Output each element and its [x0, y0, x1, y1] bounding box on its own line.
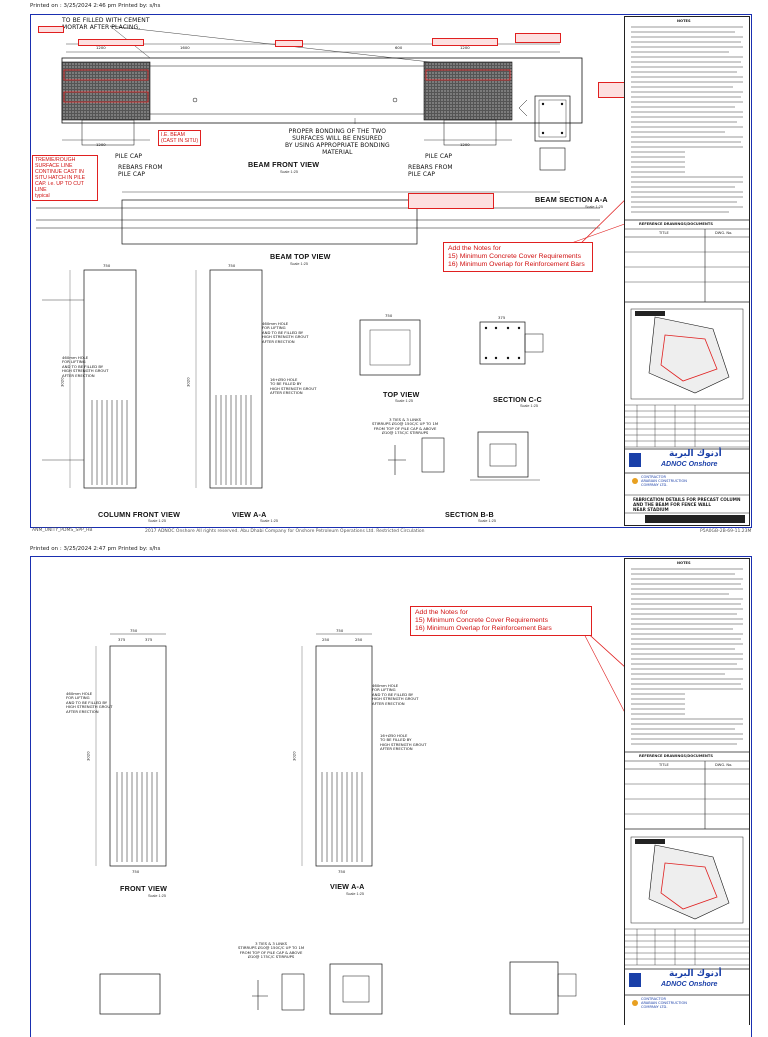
scale-label: Scale 1:25 [280, 170, 298, 174]
dimension-label: 750 [338, 869, 346, 874]
dimension-label: 750 [130, 628, 138, 633]
notes-heading: NOTES [677, 561, 691, 565]
sheet-frame [30, 556, 752, 1037]
scale-label: Scale 1:25 [478, 519, 496, 523]
scale-label: Scale 1:25 [148, 519, 166, 523]
dimension-label: 3020 [185, 377, 191, 388]
scale-label: Scale 1:25 [148, 894, 166, 898]
footer-copyright: 2017 ADNOC Onshore All rights reserved. … [145, 529, 425, 534]
column-front-view-title: COLUMN FRONT VIEW [98, 510, 181, 519]
dimension-label: 3020 [291, 751, 297, 762]
ref-col-title: TITLE [659, 231, 669, 235]
red-markup-tag [432, 38, 498, 46]
company-name-arabic: أدنوك البرية [669, 449, 722, 459]
notes-heading: NOTES [677, 19, 691, 23]
scale-label: Scale 1:25 [290, 262, 308, 266]
dimension-label: 1200 [460, 45, 470, 50]
dimension-label: 750 [132, 869, 140, 874]
dimension-label: 250 [322, 637, 330, 642]
dimension-label: 600 [395, 45, 403, 50]
section-cc-title: SECTION C-C [493, 395, 542, 404]
company-name-arabic: أدنوك البرية [669, 969, 722, 979]
scale-label: Scale 1:25 [346, 892, 364, 896]
footer-left: ANM_UNITY_PDMS_SPP_HB [32, 528, 93, 533]
dimension-label: 1200 [460, 142, 470, 147]
view-aa-title: VIEW A-A [330, 882, 365, 891]
view-aa-title: VIEW A-A [232, 510, 267, 519]
scale-label: Scale 1:25 [520, 404, 538, 408]
dimension-label: 375 [145, 637, 153, 642]
red-markup-tag [38, 26, 64, 33]
cast-in-situ-beam-note: I.E. BEAM(CAST IN SITU) [158, 130, 202, 146]
title-block: NOTES [624, 16, 750, 526]
beam-front-view-drawing [36, 25, 651, 489]
dimension-label: 375 [498, 315, 506, 320]
front-view-title: FRONT VIEW [120, 884, 168, 893]
notes-text-lines [625, 568, 749, 1006]
dimension-label: 1600 [180, 45, 190, 50]
sheet-frame [30, 14, 752, 528]
dimension-label: 750 [385, 313, 393, 318]
company-name: ADNOC Onshore [661, 981, 718, 988]
red-markup-tag [515, 33, 561, 43]
dimension-label: 750 [228, 263, 236, 268]
ref-col-dwg: DWG. No. [715, 231, 733, 235]
red-markup-tag [78, 39, 144, 46]
print-stamp: Printed on : 3/25/2024 2:46 pm Printed b… [30, 3, 161, 9]
beam-section-aa-title: BEAM SECTION A-A [535, 195, 608, 204]
dimension-label: 3020 [85, 751, 91, 762]
dimension-label: 3020 [59, 377, 65, 388]
dimension-label: 750 [336, 628, 344, 633]
dimension-label: 375 [118, 637, 126, 642]
ref-col-title: TITLE [659, 763, 669, 767]
print-stamp: Printed on : 3/25/2024 2:47 pm Printed b… [30, 546, 161, 552]
top-view-title: TOP VIEW [383, 390, 420, 399]
reference-heading: REFERENCE DRAWINGS/DOCUMENTS [639, 222, 713, 226]
footer-right: P5A0GB-2B-69-11.23M [700, 529, 752, 534]
scale-label: Scale 1:25 [260, 519, 278, 523]
ref-col-dwg: DWG. No. [715, 763, 733, 767]
dimension-label: 750 [103, 263, 111, 268]
dimension-label: 1200 [96, 142, 106, 147]
red-markup-tag [275, 40, 303, 47]
reference-heading: REFERENCE DRAWINGS/DOCUMENTS [639, 754, 713, 758]
column-front-view-drawing [95, 627, 638, 1015]
pile-cap-label-right: PILE CAP [425, 153, 453, 160]
red-markup-tag [408, 193, 494, 209]
company-name: ADNOC Onshore [661, 461, 718, 468]
dimension-label: 250 [355, 637, 363, 642]
dimension-label: 1200 [96, 45, 106, 50]
notes-text-lines [625, 26, 749, 523]
beam-front-view-title: BEAM FRONT VIEW [248, 160, 320, 169]
beam-top-view-title: BEAM TOP VIEW [270, 252, 331, 261]
scale-label: Scale 1:25 [395, 399, 413, 403]
title-block: NOTES [624, 558, 750, 1025]
scale-label: Scale 1:25 [585, 205, 603, 209]
pile-cap-label-left: PILE CAP [115, 153, 143, 160]
section-bb-title: SECTION B-B [445, 510, 494, 519]
